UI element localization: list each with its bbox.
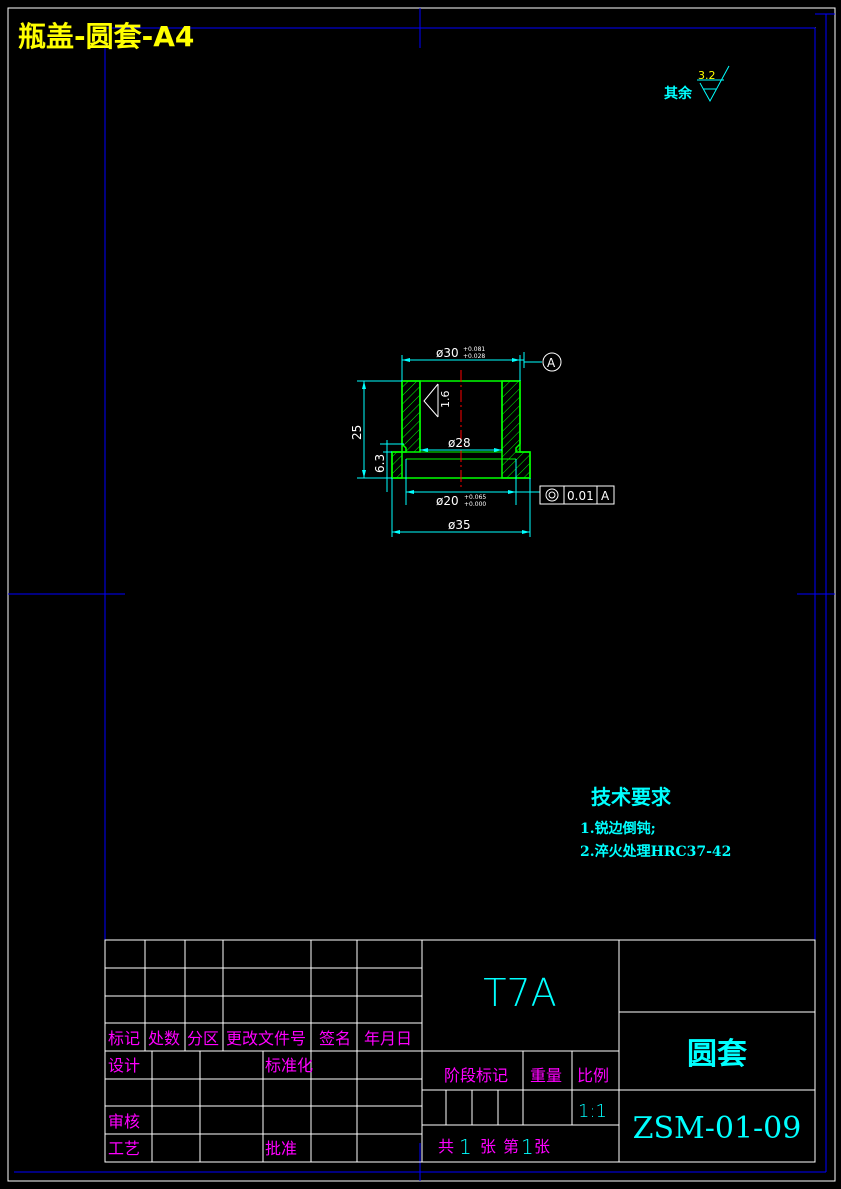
tolerance-frame bbox=[539, 485, 615, 505]
inner-border bbox=[104, 27, 816, 1163]
rev-header-count: 处数 bbox=[148, 1029, 180, 1048]
roughness-note: 其余 3.2 bbox=[664, 65, 730, 103]
title-block-text: T7A 圆套 ZSM-01-09 标记 处数 分区 更改文件号 签名 年月日 设… bbox=[108, 971, 801, 1159]
tolerance-datum: A bbox=[601, 489, 610, 503]
dim-inner-lower-tol-upper: +0.065 bbox=[464, 494, 486, 501]
sheet-total-prefix: 共 bbox=[438, 1137, 454, 1156]
part-section-view: 1.6 bbox=[350, 346, 615, 537]
drawing-number: ZSM-01-09 bbox=[633, 1111, 802, 1146]
dim-flange-height: 6.3 bbox=[373, 454, 387, 473]
concentricity-icon bbox=[545, 488, 559, 502]
datum-label: A bbox=[547, 356, 556, 370]
scale-label: 比例 bbox=[577, 1066, 609, 1085]
sheet-index-prefix: 第 bbox=[503, 1137, 519, 1156]
rev-header-date: 年月日 bbox=[364, 1029, 412, 1048]
tech-requirements: 技术要求 1.锐边倒钝; 2.淬火处理HRC37-42 bbox=[580, 785, 731, 860]
rev-header-mark: 标记 bbox=[108, 1029, 140, 1048]
tech-requirement-item-2: 2.淬火处理HRC37-42 bbox=[580, 843, 731, 860]
roughness-note-label: 其余 bbox=[664, 85, 693, 102]
standardize-label: 标准化 bbox=[265, 1056, 313, 1075]
sheet-index: 1 bbox=[521, 1135, 534, 1159]
bore-roughness-icon bbox=[423, 383, 439, 418]
tech-requirement-item-1: 1.锐边倒钝; bbox=[580, 820, 656, 837]
part-name: 圆套 bbox=[687, 1037, 747, 1072]
sheet-title: 瓶盖-圆套-A4 bbox=[18, 20, 194, 53]
process-label: 工艺 bbox=[108, 1139, 140, 1158]
dim-inner-lower: ø20 bbox=[436, 494, 459, 508]
bore-roughness-value: 1.6 bbox=[439, 391, 452, 409]
scale-value: 1:1 bbox=[578, 1101, 607, 1122]
tolerance-value: 0.01 bbox=[567, 489, 594, 503]
material-value: T7A bbox=[483, 971, 556, 1015]
rev-header-doc: 更改文件号 bbox=[226, 1029, 306, 1048]
sheet-unit-1: 张 bbox=[480, 1137, 496, 1156]
title-block bbox=[104, 939, 816, 1163]
rev-header-sign: 签名 bbox=[319, 1029, 351, 1048]
tech-requirements-title: 技术要求 bbox=[591, 785, 672, 809]
dim-bore: ø28 bbox=[448, 436, 471, 450]
dim-outer-upper-tol-lower: +0.028 bbox=[463, 353, 485, 360]
sheet-unit-2: 张 bbox=[534, 1137, 550, 1156]
datum-circle bbox=[542, 352, 562, 372]
sheet-total: 1 bbox=[459, 1135, 472, 1159]
review-label: 审核 bbox=[108, 1112, 140, 1131]
stage-mark-label: 阶段标记 bbox=[444, 1066, 508, 1085]
weight-label: 重量 bbox=[530, 1066, 562, 1085]
dim-outer-upper-tol-upper: +0.081 bbox=[463, 346, 485, 353]
dim-outer-upper: ø30 bbox=[436, 346, 459, 360]
dim-base-dia: ø35 bbox=[448, 518, 471, 532]
design-label: 设计 bbox=[108, 1056, 140, 1075]
dim-inner-lower-tol-lower: +0.000 bbox=[464, 501, 486, 508]
dim-height: 25 bbox=[350, 425, 364, 440]
rev-header-zone: 分区 bbox=[187, 1029, 219, 1048]
approve-label: 批准 bbox=[265, 1139, 297, 1158]
roughness-default-value: 3.2 bbox=[698, 69, 716, 82]
